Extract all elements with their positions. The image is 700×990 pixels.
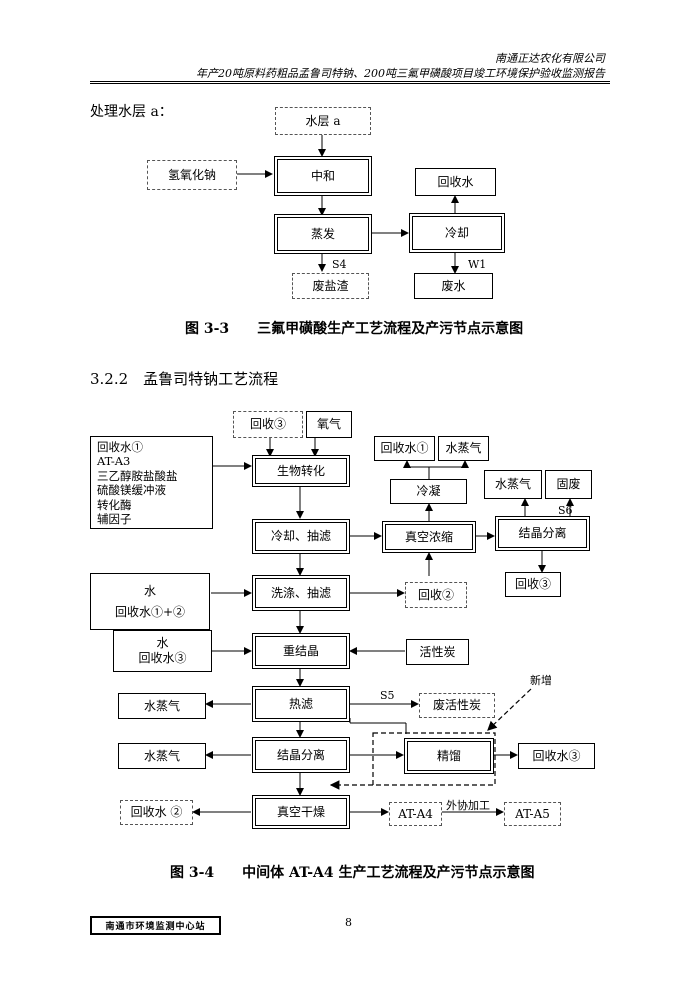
page-number: 8 (345, 916, 352, 929)
water-label: 水 (143, 583, 156, 598)
box-steam-3: 水蒸气 (118, 693, 206, 719)
label-w1: W1 (468, 258, 487, 271)
label-new: 新增 (530, 674, 552, 687)
box-solid-waste: 固废 (545, 470, 592, 499)
input-item: AT-A3 (97, 454, 131, 469)
box-waste-carbon: 废活性炭 (419, 693, 495, 718)
label-outsource: 外协加工 (446, 799, 490, 812)
box-cool: 冷却 (409, 213, 505, 253)
box-crystallization-1: 结晶分离 (495, 516, 590, 551)
recycled-water-3: 回收水③ (138, 651, 187, 665)
box-steam-4: 水蒸气 (118, 743, 206, 769)
box-naoh: 氢氧化钠 (147, 160, 237, 190)
box-recrystallization: 重结晶 (252, 633, 350, 669)
box-at-a5: AT-A5 (504, 802, 561, 826)
box-steam-1: 水蒸气 (438, 436, 489, 461)
box-condense: 冷凝 (390, 479, 467, 504)
box-water-inputs-1: 水 回收水①+② (90, 573, 210, 630)
box-vacuum-drying: 真空干燥 (252, 795, 350, 829)
box-oxygen: 氧气 (306, 411, 352, 438)
header-subtitle: 年产20吨原料药粗品孟鲁司特钠、200吨三氟甲磺酸项目竣工环境保护验收监测报告 (196, 67, 605, 80)
box-waste-salt: 废盐渣 (292, 273, 369, 299)
box-evaporate: 蒸发 (274, 214, 372, 254)
fig33-intro: 处理水层 a： (90, 104, 173, 120)
input-item: 转化酶 (97, 497, 132, 512)
fig33-caption: 图 3-3 三氟甲磺酸生产工艺流程及产污节点示意图 (185, 321, 524, 337)
box-cool-filter: 冷却、抽滤 (252, 519, 350, 554)
header-company: 南通正达农化有限公司 (495, 52, 605, 65)
label-s5: S5 (380, 689, 395, 702)
input-item: 辅因子 (97, 511, 132, 526)
box-recycled-water-3b: 回收水③ (518, 743, 595, 769)
box-vacuum-concentration: 真空浓缩 (382, 521, 476, 553)
box-recycle3-top: 回收③ (233, 411, 303, 438)
label-s4: S4 (332, 258, 347, 271)
box-recycled-water-2: 回收水 ② (120, 800, 193, 825)
box-wash-filter: 洗涤、抽滤 (252, 575, 350, 611)
label-s6: S6 (558, 504, 573, 517)
box-recycled-water-1: 回收水① (374, 436, 435, 461)
header-rule (90, 81, 610, 82)
box-neutralize: 中和 (274, 156, 372, 196)
box-hot-filter: 热滤 (252, 686, 350, 722)
box-at-a4: AT-A4 (389, 802, 442, 826)
header-rule-2 (90, 83, 610, 84)
box-water-a: 水层 a (275, 107, 371, 135)
input-item: 回收水① (97, 440, 143, 454)
box-recycled-water: 回收水 (415, 168, 496, 196)
box-waste-water: 废水 (414, 273, 493, 299)
section-title: 3.2.2 孟鲁司特钠工艺流程 (90, 370, 279, 388)
box-rectification: 精馏 (404, 738, 494, 774)
water-label: 水 (156, 636, 169, 650)
input-item: 三乙醇胺盐酸盐 (97, 468, 178, 483)
box-recycle2: 回收② (405, 582, 467, 608)
input-item: 硫酸镁缓冲液 (97, 483, 166, 498)
box-steam-2: 水蒸气 (484, 470, 542, 499)
box-bioconversion: 生物转化 (252, 455, 350, 487)
box-activated-carbon: 活性炭 (406, 639, 469, 665)
box-water-inputs-2: 水 回收水③ (113, 630, 212, 672)
box-inputs: 回收水① AT-A3 三乙醇胺盐酸盐 硫酸镁缓冲液 转化酶 辅因子 (90, 436, 213, 529)
fig34-caption: 图 3-4 中间体 AT-A4 生产工艺流程及产污节点示意图 (170, 865, 535, 881)
recycled-water-1-2: 回收水①+② (114, 604, 186, 619)
footer-stamp: 南通市环境监测中心站 (90, 916, 221, 935)
box-recycle3-b: 回收③ (505, 572, 561, 597)
box-crystallization-2: 结晶分离 (252, 737, 350, 773)
